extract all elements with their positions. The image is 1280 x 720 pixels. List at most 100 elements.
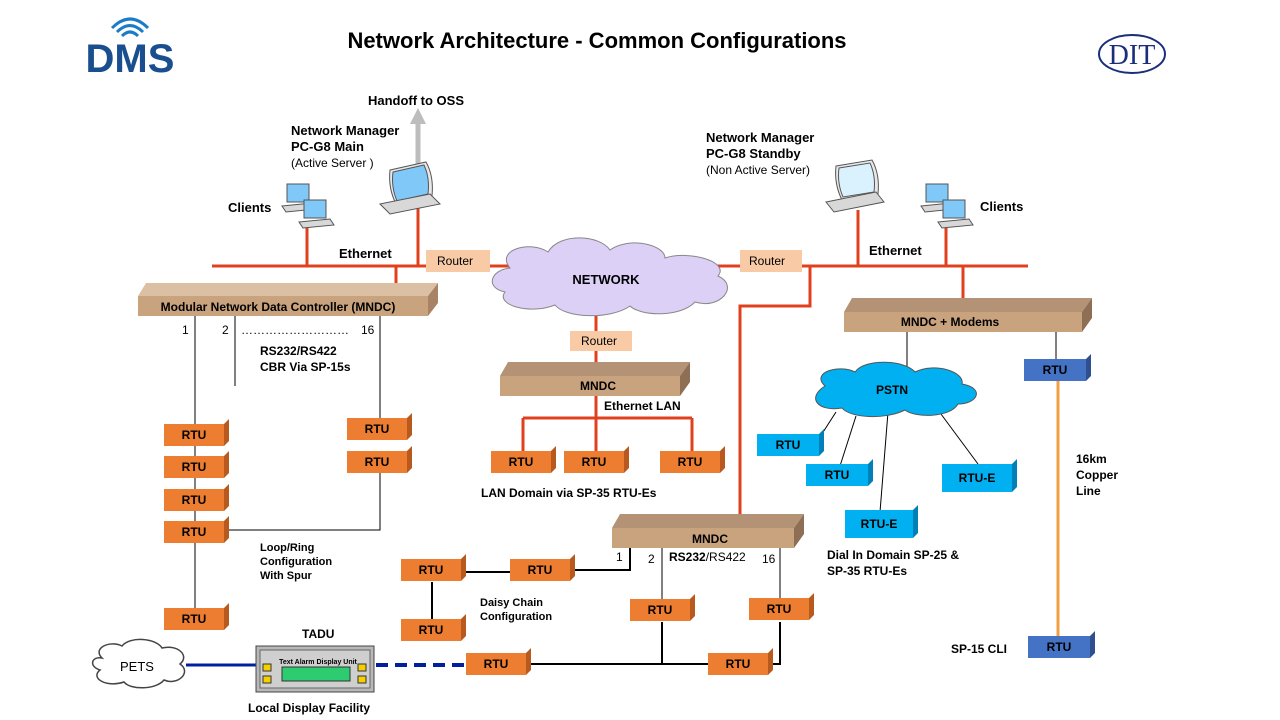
rtu-daisy-2-label: RTU <box>528 563 553 577</box>
rtu-lan-3-box <box>660 451 720 473</box>
rtu-sp15-cli-side <box>1090 631 1095 658</box>
rtu-lan-3-label: RTU <box>678 455 703 469</box>
rtu-dial-2-label: RTU <box>825 468 850 482</box>
rtu-lan-2-box <box>564 451 624 473</box>
router-left-label: Router <box>437 254 473 268</box>
rtu-lower-2-label: RTU <box>648 603 673 617</box>
tadu-label: TADU <box>302 627 334 641</box>
mndc-center-box <box>500 362 690 396</box>
port-label-16: 16 <box>361 323 375 337</box>
rtu-loop-3: RTU <box>164 484 229 511</box>
rtu-loop-1-side <box>224 419 229 446</box>
rtu-daisy-2-side <box>570 554 575 581</box>
rtu-port16-2-box <box>347 451 407 473</box>
rtu-loop-1-box <box>164 424 224 446</box>
dial-in-line2: SP-35 RTU-Es <box>827 564 907 578</box>
lower-port-2: 2 <box>648 552 655 566</box>
nm-main-line1: Network Manager <box>291 123 399 138</box>
rtu-dial-1: RTU <box>757 429 824 456</box>
rtu-loop-3-label: RTU <box>182 493 207 507</box>
mndc-modems-label: MNDC + Modems <box>901 315 1000 329</box>
rtu-lower-16-side <box>809 593 814 620</box>
rtu-sp15-cli-box <box>1028 636 1090 658</box>
rtu-tadu: RTU <box>466 648 531 675</box>
port-label-dots: ……………………… <box>241 323 349 337</box>
loop-ring-line3: With Spur <box>260 570 313 582</box>
mndc-main-label: Modular Network Data Controller (MNDC) <box>161 300 396 314</box>
network-cloud-label: NETWORK <box>572 272 640 287</box>
router-center: Router <box>570 331 632 351</box>
dms-logo-text: DMS <box>86 37 175 81</box>
rtu-lan-1-label: RTU <box>509 455 534 469</box>
mndc-modems-box <box>844 298 1092 332</box>
rtu-lower-16-label: RTU <box>767 602 792 616</box>
ethernet-right-label: Ethernet <box>869 243 922 258</box>
rtu-copper-top-side <box>1086 354 1091 381</box>
router-center-label: Router <box>581 334 617 348</box>
mndc-lower-box <box>612 514 804 548</box>
rtu-loop-1-label: RTU <box>182 428 207 442</box>
mndc-lower-label: MNDC <box>692 532 728 546</box>
rtu-port16-1: RTU <box>347 413 412 440</box>
rtu-e-dial-1-box <box>942 464 1012 492</box>
rtu-loop-2-box <box>164 456 224 478</box>
rtu-daisy-1-label: RTU <box>419 563 444 577</box>
rtu-port16-2-side <box>407 446 412 473</box>
rtu-daisy-3: RTU <box>401 614 466 641</box>
network-cloud <box>492 237 728 317</box>
rtu-e-dial-2: RTU-E <box>845 505 918 538</box>
rtu-dial-2: RTU <box>806 459 873 486</box>
nm-standby-line2: PC-G8 Standby <box>706 146 801 161</box>
links <box>186 108 1060 667</box>
ethernet-lan-label: Ethernet LAN <box>604 399 681 413</box>
ethernet-left-label: Ethernet <box>339 246 392 261</box>
page-title: Network Architecture - Common Configurat… <box>347 28 846 53</box>
rtu-loop-3-side <box>224 484 229 511</box>
rtu-e-dial-1-label: RTU-E <box>959 471 996 485</box>
rtu-tadu-side <box>526 648 531 675</box>
rtu-tadu-box <box>466 653 526 675</box>
rtu-spur-box <box>164 608 224 630</box>
rtu-e-dial-1: RTU-E <box>942 459 1017 492</box>
local-display-label: Local Display Facility <box>248 701 370 715</box>
rtu-lan-2: RTU <box>564 446 629 473</box>
clients-left-icon <box>281 183 335 229</box>
rtu-lan-3-side <box>720 446 725 473</box>
loop-ring-line1: Loop/Ring <box>260 542 314 554</box>
rtu-sp15-cli-label: RTU <box>1047 640 1072 654</box>
server-standby-icon <box>825 159 885 213</box>
lower-rs232-rest: /RS422 <box>706 550 746 564</box>
port-label-2: 2 <box>222 323 229 337</box>
rtu-port16-2-label: RTU <box>365 455 390 469</box>
pstn-cloud-label: PSTN <box>876 383 908 397</box>
rtu-lower-end-label: RTU <box>726 657 751 671</box>
rtu-dial-1-side <box>819 429 824 456</box>
rtu-copper-top: RTU <box>1024 354 1091 381</box>
rtu-e-dial-2-side <box>913 505 918 538</box>
rtu-copper-top-label: RTU <box>1043 363 1068 377</box>
clients-left-label: Clients <box>228 200 271 215</box>
rtu-lower-16: RTU <box>749 593 814 620</box>
rtu-loop-1: RTU <box>164 419 229 446</box>
sp15-cli-label: SP-15 CLI <box>951 642 1007 656</box>
lan-domain-label: LAN Domain via SP-35 RTU-Es <box>481 486 657 500</box>
copper-line2: Copper <box>1076 468 1118 482</box>
server-main-icon <box>378 161 442 215</box>
copper-line3: Line <box>1076 484 1101 498</box>
lower-port-1: 1 <box>616 550 623 564</box>
clients-right-icon <box>920 183 974 229</box>
rtu-loop-4-side <box>224 516 229 543</box>
router-left: Router <box>426 250 490 272</box>
rtu-spur-label: RTU <box>182 612 207 626</box>
rtu-daisy-3-box <box>401 619 461 641</box>
mndc-main-box <box>138 283 438 316</box>
rtu-spur: RTU <box>164 603 229 630</box>
rtu-tadu-label: RTU <box>484 657 509 671</box>
rtu-port16-1-side <box>407 413 412 440</box>
rtu-daisy-3-side <box>461 614 466 641</box>
lower-rs232-bold: RS232 <box>669 550 706 564</box>
rtu-daisy-3-label: RTU <box>419 623 444 637</box>
rtu-e-dial-2-box <box>845 510 913 538</box>
nm-standby-line3: (Non Active Server) <box>706 163 810 177</box>
